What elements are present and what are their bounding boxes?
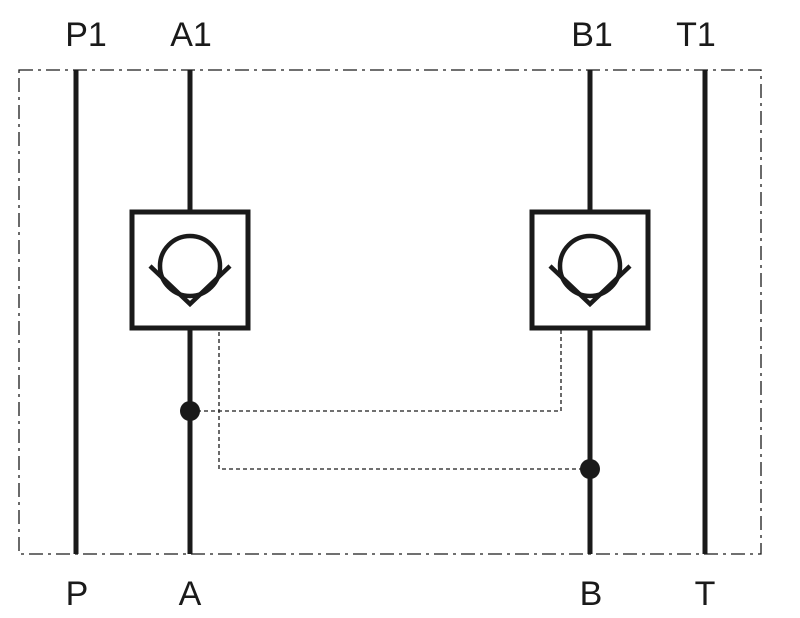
check-valve-a-seat bbox=[148, 264, 232, 308]
check-valve-b-seat bbox=[548, 264, 632, 308]
check-valve-a-ball bbox=[157, 233, 223, 299]
check-valve-a-housing bbox=[129, 209, 251, 331]
port-label-p1: P1 bbox=[65, 16, 107, 54]
junction-dot-a bbox=[180, 401, 200, 421]
check-valve-a bbox=[129, 209, 251, 331]
port-label-a1: A1 bbox=[170, 16, 212, 54]
port-label-t: T bbox=[694, 575, 716, 613]
valve-body-boundary bbox=[18, 69, 762, 555]
port-label-t1: T1 bbox=[676, 16, 716, 54]
check-valve-b-housing bbox=[529, 209, 651, 331]
junction-dot-b bbox=[580, 459, 600, 479]
port-label-b1: B1 bbox=[571, 16, 613, 54]
pilot-line-a-to-valve-b bbox=[190, 330, 562, 412]
pilot-line-b-to-valve-a bbox=[218, 330, 590, 470]
port-label-a: A bbox=[178, 575, 202, 613]
check-valve-b bbox=[529, 209, 651, 331]
check-valve-b-ball bbox=[557, 233, 623, 299]
port-label-b: B bbox=[579, 575, 603, 613]
port-label-p: P bbox=[65, 575, 89, 613]
